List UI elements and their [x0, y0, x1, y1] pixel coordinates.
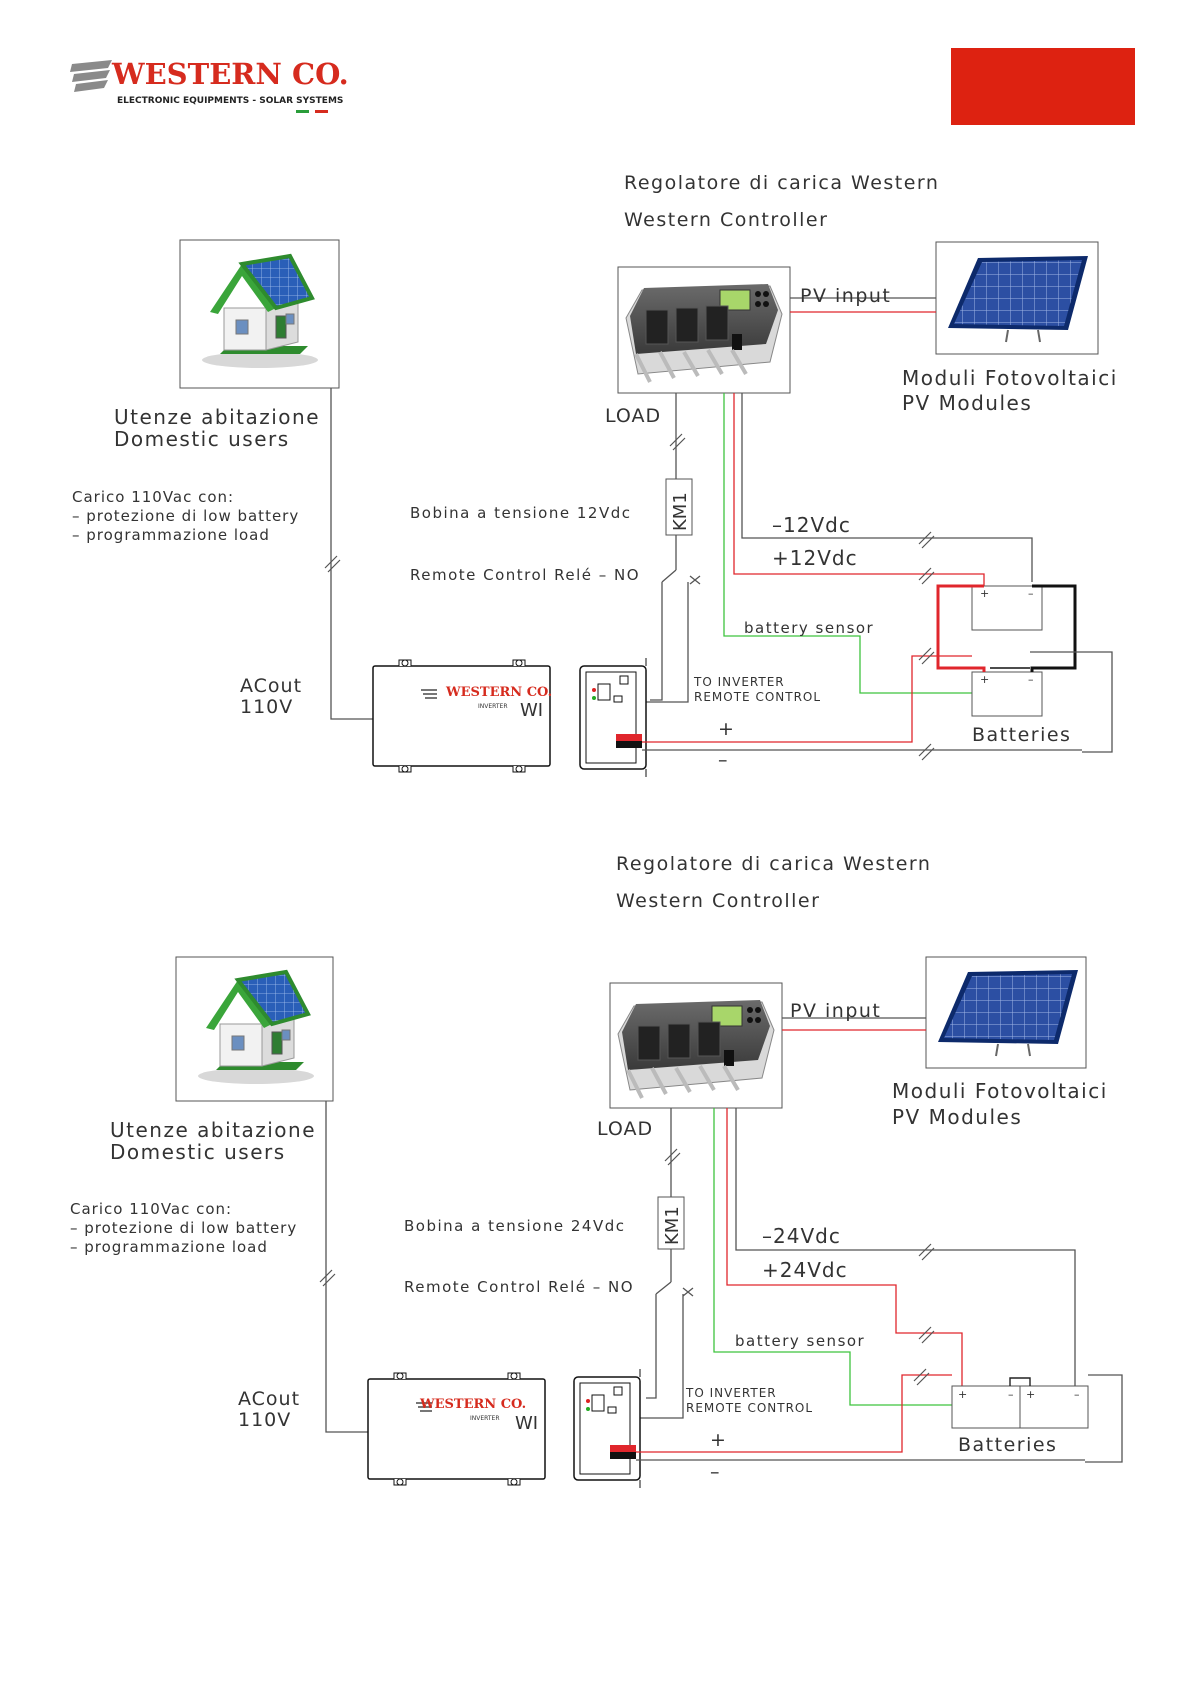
load-note-line-3: – programmazione load: [72, 526, 270, 544]
inverter-model: WI: [520, 700, 543, 721]
pos-24v-wire: [726, 1108, 963, 1386]
ac-out-wire: [325, 1101, 368, 1433]
inverter-word: INVERTER: [478, 703, 508, 710]
load-note-line-3: – programmazione load: [70, 1238, 268, 1256]
users-label-en: Domestic users: [114, 427, 290, 451]
header-red-block: [951, 48, 1135, 125]
load-label: LOAD: [597, 1118, 653, 1140]
brand-name: WESTERN CO.: [111, 57, 349, 91]
to-inverter-label-2: REMOTE CONTROL: [686, 1401, 813, 1415]
ac-out-wire: [330, 388, 373, 720]
plus-label: +: [718, 718, 734, 740]
svg-text:–: –: [1028, 587, 1034, 600]
pv-modules-label-it: Moduli Fotovoltaici: [902, 366, 1118, 390]
inverter-end-panel: [573, 1368, 641, 1489]
neg-voltage-label: –24Vdc: [762, 1224, 841, 1248]
inverter-brand: WESTERN CO.: [419, 1397, 526, 1412]
battery-2: [1019, 1385, 1089, 1429]
to-inverter-label-1: TO INVERTER: [685, 1386, 777, 1400]
battery-sensor-label: battery sensor: [735, 1332, 865, 1350]
battery-bank-outline: [1085, 1374, 1123, 1463]
inverter-brand: WESTERN CO.: [445, 685, 552, 700]
minus-label: –: [718, 749, 728, 771]
acout-label-1: ACout: [240, 675, 302, 697]
neg-24v-wire: [735, 1108, 1076, 1386]
controller-title-en: Western Controller: [616, 890, 820, 912]
batteries-label: Batteries: [972, 724, 1071, 746]
acout-label-2: 110V: [240, 696, 293, 718]
to-inverter-label-1: TO INVERTER: [693, 675, 785, 689]
inverter-end-panel: [579, 657, 647, 778]
load-note-line-2: – protezione di low battery: [72, 507, 299, 525]
brand-tagline: ELECTRONIC EQUIPMENTS - SOLAR SYSTEMS: [117, 96, 343, 106]
pv-modules-label-it: Moduli Fotovoltaici: [892, 1079, 1108, 1103]
battery-sensor-wire: [723, 393, 972, 694]
diagram-24v: Regolatore di carica Western Western Con…: [70, 853, 1123, 1489]
coil-label: Bobina a tensione 12Vdc: [410, 504, 631, 522]
coil-label: Bobina a tensione 24Vdc: [404, 1217, 625, 1235]
load-note-line-1: Carico 110Vac con:: [70, 1200, 232, 1218]
battery-sensor-label: battery sensor: [744, 619, 874, 637]
controller-title-it: Regolatore di carica Western: [616, 853, 931, 875]
acout-label-2: 110V: [238, 1409, 291, 1431]
relay-contact-wire: [650, 535, 701, 701]
km1-label: KM1: [662, 1206, 683, 1245]
pv-input-label: PV input: [800, 285, 891, 307]
controller-title-it: Regolatore di carica Western: [624, 172, 939, 194]
svg-text:+: +: [958, 1388, 967, 1401]
battery-2: [971, 671, 1043, 717]
pos-voltage-label: +12Vdc: [772, 546, 858, 570]
svg-text:+: +: [980, 673, 989, 686]
pos-voltage-label: +24Vdc: [762, 1258, 848, 1282]
svg-text:–: –: [1074, 1388, 1080, 1401]
battery-series-black: [1030, 584, 1077, 672]
neg-voltage-label: –12Vdc: [772, 513, 851, 537]
svg-text:+: +: [1026, 1388, 1035, 1401]
diagram-12v: Regolatore di carica Western Western Con…: [72, 172, 1118, 778]
acout-label-1: ACout: [238, 1388, 300, 1410]
relay-return-wire: [646, 582, 689, 703]
pv-modules-label-en: PV Modules: [892, 1105, 1022, 1129]
batteries-label: Batteries: [958, 1434, 1057, 1456]
battery-1: [951, 1385, 1021, 1429]
inverter-word: INVERTER: [470, 1415, 500, 1422]
pv-input-label: PV input: [790, 1000, 881, 1022]
relay-return-wire: [640, 1294, 684, 1419]
battery-series-red: [936, 584, 986, 672]
to-inverter-label-2: REMOTE CONTROL: [694, 690, 821, 704]
battery-sensor-wire: [713, 1108, 952, 1406]
plus-label: +: [710, 1429, 726, 1451]
pv-modules-label-en: PV Modules: [902, 391, 1032, 415]
neg-12v-wire: [741, 393, 1033, 582]
minus-label: –: [710, 1461, 720, 1483]
km1-coil-box: [665, 478, 693, 536]
relay-label: Remote Control Relé – NO: [410, 566, 640, 584]
svg-text:–: –: [1008, 1388, 1014, 1401]
pos-12v-wire: [733, 393, 985, 586]
battery-series-link: [1009, 1377, 1031, 1386]
inverter-pos-wire: [642, 655, 972, 743]
controller-title-en: Western Controller: [624, 209, 828, 231]
brand-logo: WESTERN CO. ELECTRONIC EQUIPMENTS - SOLA…: [70, 57, 349, 113]
load-label: LOAD: [605, 405, 661, 427]
load-note-line-2: – protezione di low battery: [70, 1219, 297, 1237]
users-label-en: Domestic users: [110, 1140, 286, 1164]
users-label-it: Utenze abitazione: [114, 405, 320, 429]
relay-label: Remote Control Relé – NO: [404, 1278, 634, 1296]
battery-1: [971, 585, 1043, 631]
svg-text:+: +: [980, 587, 989, 600]
users-label-it: Utenze abitazione: [110, 1118, 316, 1142]
km1-label: KM1: [670, 492, 691, 531]
inverter-model: WI: [515, 1413, 538, 1434]
load-note-line-1: Carico 110Vac con:: [72, 488, 234, 506]
battery-bank-outline: [1030, 651, 1113, 753]
svg-text:–: –: [1028, 673, 1034, 686]
relay-contact-wire: [646, 1249, 694, 1399]
